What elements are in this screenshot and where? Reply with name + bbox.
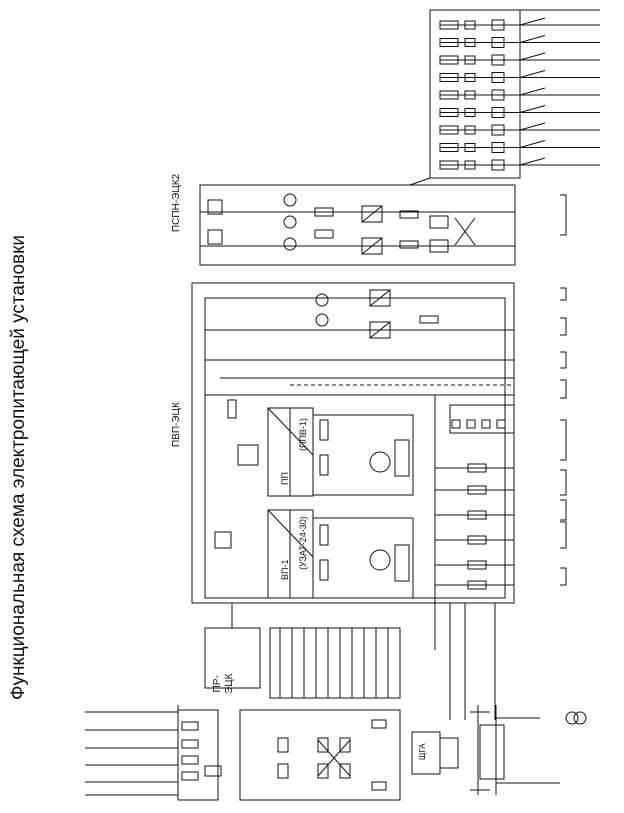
pp-label: ПП — [280, 472, 290, 485]
pvp-label: ПВП-ЭЦК — [171, 402, 182, 447]
pvp-block — [191, 282, 515, 604]
pr-label-line1: ПР- — [212, 675, 223, 693]
pr-label-line2: ЭЦК — [224, 673, 235, 694]
pspn-block — [199, 184, 516, 266]
pspn-label: ПСПН-ЭЦК2 — [171, 173, 182, 232]
shchga-label: ЩГА — [418, 743, 427, 760]
ppv-label: (ППВ-1) — [298, 418, 308, 451]
page-title: Функциональная схема электропитающей уст… — [8, 234, 29, 700]
vp1-label: ВП-1 — [280, 559, 290, 580]
pr-label: ПР-ЭЦК — [212, 674, 236, 694]
uzat-label: (УЗАТ-24-30) — [298, 516, 308, 570]
